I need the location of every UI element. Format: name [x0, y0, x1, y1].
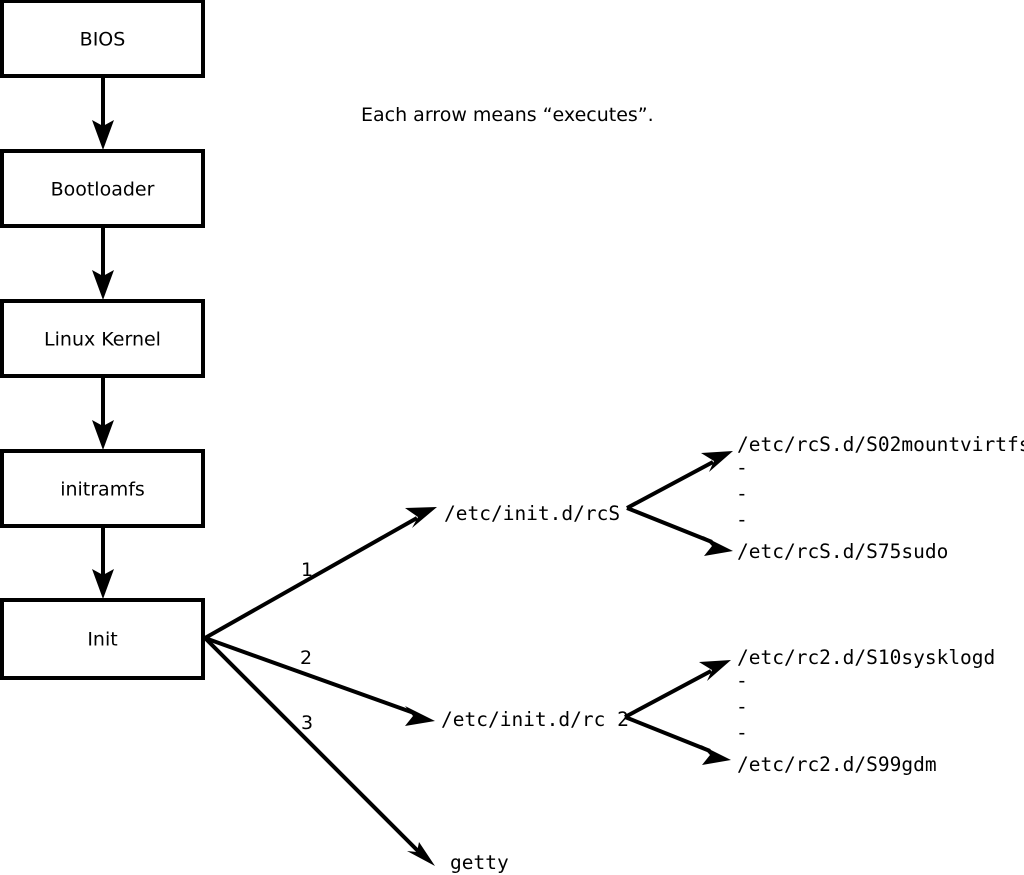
rcs-last-script-label[interactable]: /etc/rcS.d/S75sudo — [737, 540, 948, 563]
bios-label: BIOS — [80, 29, 126, 51]
rcs-first-script-label[interactable]: /etc/rcS.d/S02mountvirtfs — [737, 433, 1024, 456]
bootloader-label: Bootloader — [51, 179, 155, 201]
node-linux-kernel[interactable]: Linux Kernel — [0, 299, 205, 378]
initramfs-label: initramfs — [60, 479, 145, 501]
branch-number-1: 1 — [301, 559, 313, 581]
arrow-rc2-to-first-script — [624, 660, 731, 719]
arrow-initramfs-to-init — [92, 526, 114, 599]
rc2-ellipsis-dash-2: - — [736, 695, 748, 718]
node-init[interactable]: Init — [0, 598, 205, 680]
node-bootloader[interactable]: Bootloader — [0, 149, 205, 228]
arrow-rc2-to-last-script — [624, 715, 731, 765]
rc2-ellipsis-dash-3: - — [736, 721, 748, 744]
arrow-rcs-to-first-script — [626, 451, 733, 510]
init-box[interactable] — [0, 598, 205, 680]
diagram-caption: Each arrow means “executes”. — [361, 104, 654, 126]
init-label: Init — [87, 629, 117, 651]
init-target-rcs-label[interactable]: /etc/init.d/rcS — [444, 502, 620, 525]
linux-kernel-label: Linux Kernel — [44, 329, 161, 351]
rcs-ellipsis-dash-1: - — [736, 456, 748, 479]
arrow-rcs-to-last-script — [626, 506, 733, 556]
arrow-init-to-rcs — [204, 507, 437, 640]
arrow-kernel-to-initramfs — [92, 376, 114, 450]
rc2-first-script-label[interactable]: /etc/rc2.d/S10sysklogd — [737, 646, 995, 669]
rcs-ellipsis-dash-3: - — [736, 508, 748, 531]
initramfs-box[interactable] — [0, 449, 205, 528]
bios-box[interactable] — [0, 0, 205, 78]
branch-number-2: 2 — [300, 647, 312, 669]
arrow-bios-to-bootloader — [92, 76, 114, 150]
rcs-ellipsis-dash-2: - — [736, 482, 748, 505]
init-target-rc2-label[interactable]: /etc/init.d/rc 2 — [441, 708, 629, 731]
arrow-init-to-getty — [203, 636, 435, 866]
rc2-ellipsis-dash-1: - — [736, 669, 748, 692]
init-target-getty-label[interactable]: getty — [450, 851, 509, 874]
branch-number-3: 3 — [301, 712, 313, 734]
node-bios[interactable]: BIOS — [0, 0, 205, 78]
node-initramfs[interactable]: initramfs — [0, 449, 205, 528]
rc2-last-script-label[interactable]: /etc/rc2.d/S99gdm — [737, 753, 937, 776]
arrow-bootloader-to-kernel — [92, 226, 114, 300]
arrow-init-to-rc2 — [204, 636, 435, 726]
